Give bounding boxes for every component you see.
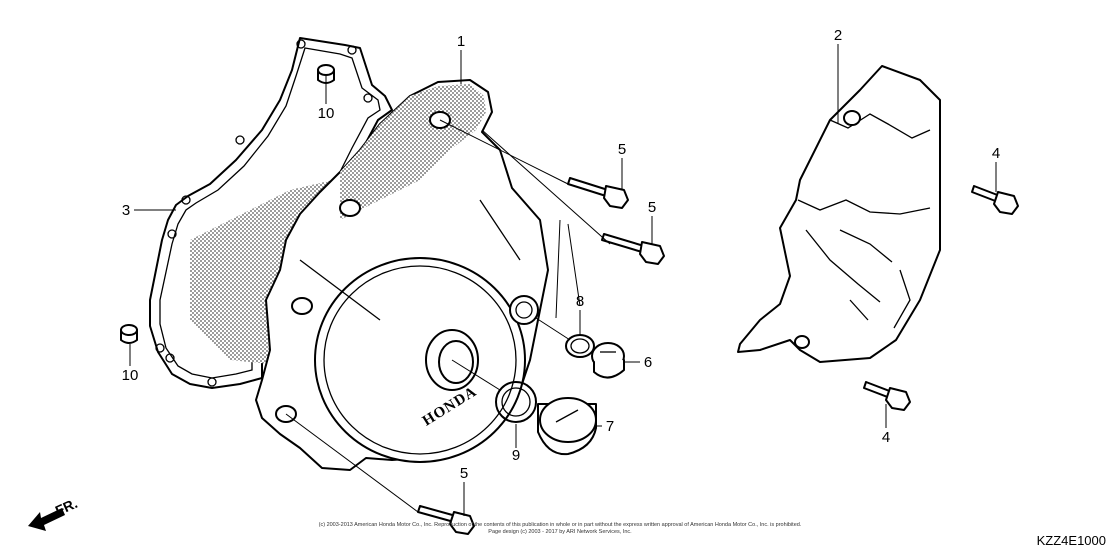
callout-3[interactable]: 3 <box>122 202 130 219</box>
leader-lines <box>129 44 997 516</box>
copyright-notice: (c) 2003-2013 American Honda Motor Co., … <box>250 522 870 536</box>
timing-hole-cap-part-6[interactable] <box>591 342 625 379</box>
callout-10-upper[interactable]: 10 <box>318 105 335 122</box>
bolt-part-4-lower[interactable] <box>863 381 911 411</box>
bolt-part-5-upper[interactable] <box>567 177 629 209</box>
front-direction-indicator: FR. <box>28 495 80 531</box>
gasket-part-3[interactable] <box>149 37 393 389</box>
callout-6[interactable]: 6 <box>644 354 652 371</box>
callout-8[interactable]: 8 <box>576 293 584 310</box>
callout-9[interactable]: 9 <box>512 447 520 464</box>
crankshaft-hole-cap-part-7[interactable] <box>537 397 597 456</box>
dowel-pin-part-10-upper[interactable] <box>317 64 335 84</box>
copyright-line-1: (c) 2003-2013 American Honda Motor Co., … <box>318 522 802 528</box>
callout-5-middle[interactable]: 5 <box>648 199 656 216</box>
callout-1[interactable]: 1 <box>457 33 465 50</box>
left-crankcase-cover-part-1[interactable]: HONDA <box>255 79 549 471</box>
bolt-part-5-lower[interactable] <box>417 505 475 535</box>
dowel-pin-part-10-lower[interactable] <box>120 324 138 344</box>
callout-labels: 1 2 3 4 4 5 5 5 6 7 8 9 10 10 <box>122 27 1001 482</box>
callout-2[interactable]: 2 <box>834 27 842 44</box>
callout-5-upper[interactable]: 5 <box>618 141 626 158</box>
callout-5-lower[interactable]: 5 <box>460 465 468 482</box>
bolt-part-5-middle[interactable] <box>601 233 665 265</box>
diagram-code: KZZ4E1000 <box>1036 533 1106 548</box>
front-arrow-icon <box>28 508 65 531</box>
callout-7[interactable]: 7 <box>606 418 614 435</box>
callout-4-upper[interactable]: 4 <box>992 145 1000 162</box>
copyright-line-2: Page design (c) 2003 - 2017 by ARI Netwo… <box>488 529 632 535</box>
o-ring-part-8[interactable] <box>565 334 595 358</box>
bolt-part-4-upper[interactable] <box>971 185 1019 215</box>
sprocket-cover-part-2[interactable] <box>737 65 941 363</box>
o-ring-part-9[interactable] <box>495 381 537 423</box>
callout-10-lower[interactable]: 10 <box>122 367 139 384</box>
callout-4-lower[interactable]: 4 <box>882 429 890 446</box>
front-direction-label: FR. <box>53 495 80 519</box>
